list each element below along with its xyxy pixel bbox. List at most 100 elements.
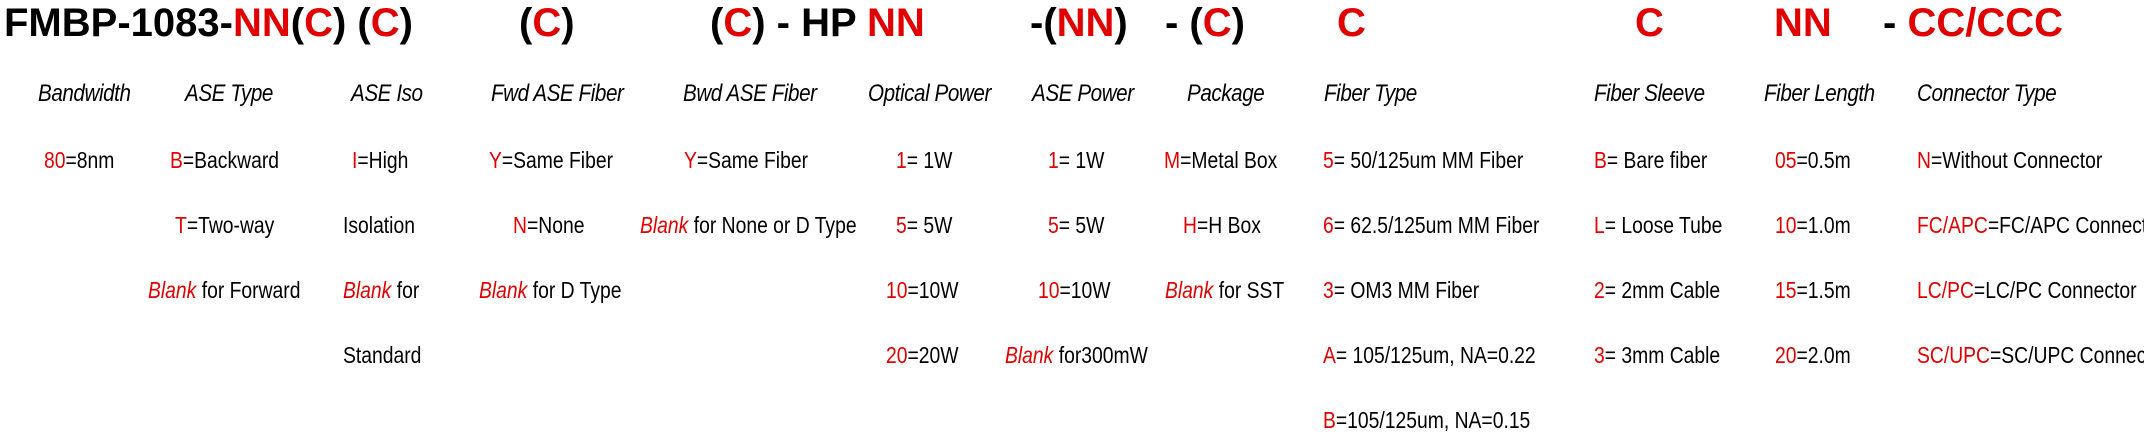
col-header-ase-type: ASE Type — [185, 80, 273, 107]
option-fiber-length: 20=2.0m — [1775, 342, 1851, 369]
blank-label: Blank — [1005, 342, 1054, 368]
title-segment: ) ( — [332, 1, 371, 45]
option-bwd-ase-fiber: Blank for None or D Type — [640, 212, 857, 239]
title-segment: -( — [1030, 1, 1057, 45]
col-header-bwd-ase-fiber: Bwd ASE Fiber — [683, 80, 817, 107]
option-text: = OM3 MM Fiber — [1333, 277, 1480, 303]
option-code: 20 — [1775, 342, 1797, 368]
option-fwd-ase-fiber: N=None — [513, 212, 584, 239]
option-text: = 5W — [1058, 212, 1105, 238]
option-code: 15 — [1775, 277, 1797, 303]
title-segment: NN — [232, 1, 291, 45]
title-group-package: - (C) — [1165, 0, 1245, 46]
title-group-fiber-sleeve: C — [1635, 0, 1664, 46]
option-text: =High — [357, 147, 409, 173]
option-code: 1 — [1048, 147, 1059, 173]
option-text: =8nm — [65, 147, 115, 173]
option-code: 20 — [886, 342, 908, 368]
option-code: 5 — [896, 212, 907, 238]
option-ase-power: Blank for300mW — [1005, 342, 1148, 369]
option-connector-type: FC/APC=FC/APC Connector — [1917, 212, 2144, 239]
title-segment: ( — [710, 1, 724, 45]
option-fiber-type: 3= OM3 MM Fiber — [1323, 277, 1479, 304]
option-code: B — [170, 147, 183, 173]
option-text: =Backward — [182, 147, 280, 173]
option-code: M — [1164, 147, 1181, 173]
option-code: Y — [684, 147, 697, 173]
option-fiber-type: 6= 62.5/125um MM Fiber — [1323, 212, 1539, 239]
title-segment: C — [1635, 1, 1664, 45]
title-segment: ( — [290, 1, 305, 45]
option-fiber-length: 15=1.5m — [1775, 277, 1851, 304]
title-segment: C — [304, 1, 333, 45]
option-text: = 5W — [906, 212, 953, 238]
option-fiber-sleeve: 3= 3mm Cable — [1594, 342, 1720, 369]
option-code: FC/APC — [1917, 212, 1988, 238]
option-text: =Without Connector — [1930, 147, 2103, 173]
col-header-ase-power: ASE Power — [1032, 80, 1134, 107]
option-text: =Same Fiber — [696, 147, 809, 173]
option-code: L — [1594, 212, 1605, 238]
option-text: =10W — [1059, 277, 1111, 303]
title-group-connector: - CC/CCC — [1883, 0, 2063, 46]
col-header-bandwidth: Bandwidth — [38, 80, 131, 107]
option-text: Standard — [343, 342, 422, 368]
option-fiber-sleeve: L= Loose Tube — [1594, 212, 1722, 239]
title-segment: FMBP-1083- — [4, 1, 233, 45]
option-text: =Metal Box — [1180, 147, 1278, 173]
title-segment: ) — [561, 1, 575, 45]
title-group-fwd: (C) — [519, 0, 575, 46]
title-segment: ) — [1231, 1, 1245, 45]
option-text: for None or D Type — [688, 212, 857, 238]
option-text: = 105/125um, NA=0.22 — [1335, 342, 1536, 368]
option-ase-power: 10=10W — [1038, 277, 1111, 304]
title-segment: C — [1337, 1, 1366, 45]
title-segment: ( — [519, 1, 533, 45]
col-header-fiber-type: Fiber Type — [1324, 80, 1417, 107]
title-group-fiber-length: NN — [1774, 0, 1832, 46]
option-connector-type: LC/PC=LC/PC Connector — [1917, 277, 2137, 304]
option-fiber-type: 5= 50/125um MM Fiber — [1323, 147, 1523, 174]
option-text: =Same Fiber — [501, 147, 614, 173]
option-code: 05 — [1775, 147, 1797, 173]
option-text: = 50/125um MM Fiber — [1333, 147, 1524, 173]
option-optical-power: 1= 1W — [896, 147, 952, 174]
option-code: 10 — [886, 277, 908, 303]
col-header-package: Package — [1187, 80, 1265, 107]
option-code: 2 — [1594, 277, 1605, 303]
option-text: for Forward — [196, 277, 301, 303]
col-header-fiber-length: Fiber Length — [1764, 80, 1875, 107]
option-text: = 1W — [906, 147, 953, 173]
option-ase-iso: Isolation — [343, 212, 415, 239]
option-fwd-ase-fiber: Blank for D Type — [479, 277, 621, 304]
title-group-prefix: FMBP-1083-NN(C) (C) — [4, 0, 413, 46]
option-text: = 1W — [1058, 147, 1105, 173]
option-connector-type: N=Without Connector — [1917, 147, 2102, 174]
blank-label: Blank — [148, 277, 197, 303]
option-ase-iso: I=High — [352, 147, 408, 174]
col-header-fiber-sleeve: Fiber Sleeve — [1594, 80, 1705, 107]
blank-label: Blank — [343, 277, 392, 303]
title-segment: NN — [1774, 1, 1832, 45]
option-bwd-ase-fiber: Y=Same Fiber — [684, 147, 808, 174]
option-ase-iso: Blank for — [343, 277, 419, 304]
option-text: =Two-way — [186, 212, 275, 238]
option-ase-type: B=Backward — [170, 147, 279, 174]
option-code: A — [1323, 342, 1336, 368]
option-fiber-type: B=105/125um, NA=0.15 — [1323, 407, 1530, 434]
title-segment: C — [1202, 1, 1232, 45]
title-group-fiber-type: C — [1337, 0, 1366, 46]
title-segment: CC/CCC — [1907, 1, 2063, 45]
title-segment: ) — [1114, 1, 1128, 45]
option-code: T — [175, 212, 187, 238]
option-fiber-type: A= 105/125um, NA=0.22 — [1323, 342, 1536, 369]
option-fiber-length: 10=1.0m — [1775, 212, 1851, 239]
option-code: 10 — [1775, 212, 1797, 238]
title-group-ase-power: -(NN) — [1030, 0, 1128, 46]
option-code: 5 — [1048, 212, 1059, 238]
blank-label: Blank — [1165, 277, 1214, 303]
option-text: = 62.5/125um MM Fiber — [1333, 212, 1540, 238]
option-code: 1 — [896, 147, 907, 173]
option-code: 6 — [1323, 212, 1334, 238]
blank-label: Blank — [479, 277, 528, 303]
